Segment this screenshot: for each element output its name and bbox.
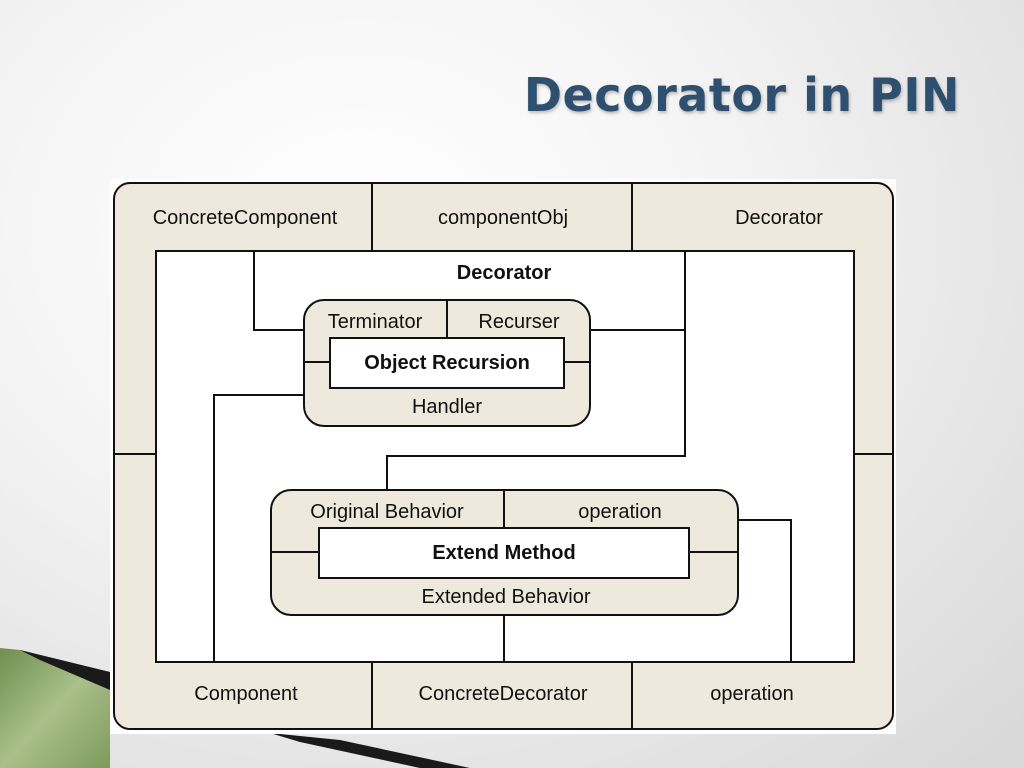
extend-method-pod: Original Behavior operation Extend Metho…: [270, 489, 739, 616]
object-recursion-pod: Terminator Recurser Object Recursion Han…: [303, 299, 591, 427]
label-operation-tab: operation: [578, 501, 661, 523]
label-extended-behavior: Extended Behavior: [421, 586, 590, 608]
label-concrete-component: ConcreteComponent: [153, 207, 338, 229]
slide-title: Decorator in PIN: [523, 68, 960, 122]
label-original-behavior: Original Behavior: [310, 501, 464, 523]
connector-decorator-to-extend: [386, 251, 686, 490]
connector-operation-to-bottom: [738, 519, 792, 662]
label-concrete-decorator: ConcreteDecorator: [419, 683, 588, 705]
connector-handler-to-component: [213, 394, 304, 662]
label-component-obj: componentObj: [438, 207, 568, 229]
label-handler: Handler: [412, 396, 482, 418]
connector-concrete-to-terminator: [253, 251, 304, 331]
label-object-recursion: Object Recursion: [364, 352, 530, 374]
label-component: Component: [194, 683, 298, 705]
object-recursion-core-box: [329, 337, 565, 389]
inner-title-decorator: Decorator: [457, 262, 552, 284]
label-decorator-top: Decorator: [735, 207, 823, 229]
label-extend-method: Extend Method: [432, 542, 575, 564]
extend-method-core-box: [318, 527, 690, 579]
label-recurser: Recurser: [478, 311, 559, 333]
label-operation-bottom: operation: [710, 683, 793, 705]
label-terminator: Terminator: [328, 311, 423, 333]
